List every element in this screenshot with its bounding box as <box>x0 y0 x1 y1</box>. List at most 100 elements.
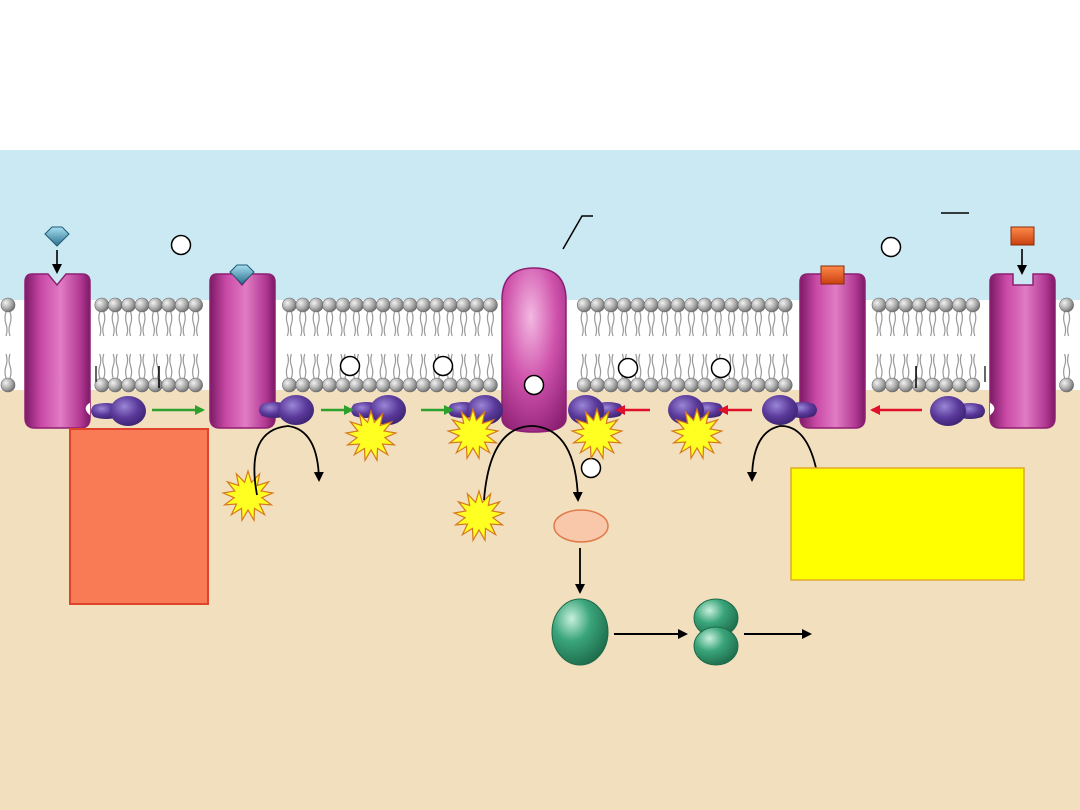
receptor-2 <box>209 273 276 429</box>
diamond-ligand-icon <box>229 264 255 285</box>
diamond-ligand-icon <box>44 226 70 247</box>
lipid-head <box>308 297 324 313</box>
lipid-head <box>751 377 766 393</box>
lipid-head <box>0 297 16 313</box>
lipid-head <box>576 377 592 393</box>
lipid-head <box>643 297 659 313</box>
lipid-tail <box>955 311 963 337</box>
lipid-tail <box>647 353 655 379</box>
starburst-icon <box>446 406 500 461</box>
lipid-tail <box>687 353 695 379</box>
lipid-tail <box>460 353 468 379</box>
g-protein-icon <box>91 396 146 426</box>
lipid-tail <box>888 311 896 337</box>
lipid-head <box>885 297 900 313</box>
lipid-head <box>590 377 605 393</box>
lipid-head <box>456 297 471 313</box>
lipid-head <box>965 377 981 393</box>
lipid-tail <box>4 353 12 379</box>
lipid-head <box>670 297 686 313</box>
starburst-icon <box>344 408 398 463</box>
lipid-head <box>402 377 418 393</box>
lipid-tail <box>473 311 481 337</box>
lipid-head <box>174 377 190 393</box>
lipid-head <box>188 297 203 313</box>
lipid-tail <box>728 311 736 337</box>
lipid-head <box>94 297 110 313</box>
lipid-tail <box>674 353 682 379</box>
lipid-head <box>911 297 927 313</box>
lipid-tail <box>406 353 414 379</box>
lipid-tail <box>1063 311 1071 337</box>
lipid-tail <box>165 311 173 337</box>
lipid-tail <box>312 353 320 379</box>
lipid-head <box>911 377 927 393</box>
lipid-tail <box>674 311 682 337</box>
lipid-heads <box>0 297 1074 393</box>
lipid-tail <box>379 311 387 337</box>
lipid-tail <box>594 353 602 379</box>
lipid-head <box>737 377 753 393</box>
lipid-tail <box>929 353 937 379</box>
lipid-tail <box>326 353 334 379</box>
lipid-head <box>751 297 766 313</box>
lipid-tail <box>151 311 159 337</box>
lipid-tail <box>701 311 709 337</box>
lipid-tail <box>138 353 146 379</box>
lipid-head <box>724 377 739 393</box>
lipid-head <box>456 377 471 393</box>
lipid-head <box>0 377 16 393</box>
lipid-head <box>295 297 311 313</box>
lipid-tail <box>486 353 494 379</box>
lipid-tail <box>312 311 320 337</box>
lipid-head <box>148 377 163 393</box>
lipid-head <box>603 297 619 313</box>
step-circle-icon <box>170 234 192 256</box>
lipid-head <box>295 377 311 393</box>
starburst-icon <box>570 406 624 461</box>
lipid-tail <box>98 353 106 379</box>
lipid-tail <box>486 311 494 337</box>
lipid-head <box>764 377 780 393</box>
lipid-tail <box>379 353 387 379</box>
exchange-arrow <box>747 425 817 482</box>
lipid-head <box>952 377 967 393</box>
lipid-tail <box>661 311 669 337</box>
lipid-head <box>737 297 753 313</box>
lipid-head <box>161 297 177 313</box>
lipid-head <box>188 377 203 393</box>
lipid-tail <box>969 311 977 337</box>
lipid-head <box>617 377 632 393</box>
lipid-tail <box>741 353 749 379</box>
lipid-head <box>107 377 123 393</box>
lipid-tail <box>111 311 119 337</box>
step-circle-icon <box>523 374 545 396</box>
lipid-head <box>402 297 418 313</box>
lipid-tail <box>178 353 186 379</box>
lipid-head <box>952 297 967 313</box>
step-circle-icon <box>617 357 639 379</box>
lipid-tail <box>352 311 360 337</box>
lipid-head <box>429 377 445 393</box>
lipid-head <box>777 377 793 393</box>
lipid-head <box>590 297 605 313</box>
lipid-head <box>335 297 351 313</box>
lipid-tail <box>741 311 749 337</box>
lipid-tail <box>460 311 468 337</box>
lipid-head <box>335 377 351 393</box>
lipid-head <box>362 377 378 393</box>
lipid-tail <box>446 311 454 337</box>
receptor-notch <box>989 401 996 417</box>
lipid-head <box>362 297 378 313</box>
lipid-head <box>469 297 485 313</box>
lipid-tail <box>473 353 481 379</box>
lipid-tail <box>594 311 602 337</box>
starburst-icon <box>670 406 724 461</box>
orange-label-box <box>69 428 209 605</box>
receptor-3 <box>799 273 866 429</box>
receptor-notch <box>84 401 91 417</box>
lipid-tail <box>192 353 200 379</box>
lipid-head <box>416 297 431 313</box>
lipid-tail <box>299 353 307 379</box>
